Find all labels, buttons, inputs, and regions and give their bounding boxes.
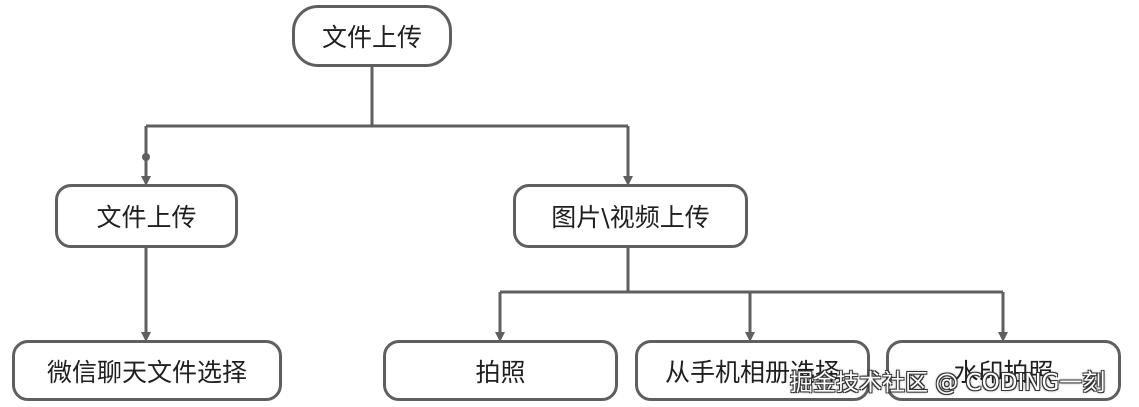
branch-node-file-upload: 文件上传: [55, 184, 238, 248]
connector-image-video-to-children: [500, 248, 1003, 294]
leaf-node-watermark-photo-label: 水印拍照: [953, 357, 1054, 387]
leaf-node-watermark-photo: 水印拍照: [886, 340, 1121, 401]
source-watermark: 掘金技术社区 @ CODING一刻: [790, 370, 1106, 396]
leaf-node-select-from-phone-album-label: 从手机相册选择: [664, 357, 840, 387]
connector-root-to-branches: [146, 67, 628, 128]
branch-node-image-video-upload-label: 图片\视频上传: [551, 203, 710, 232]
root-node-label: 文件上传: [321, 23, 422, 52]
root-node-file-upload: 文件上传: [292, 5, 452, 67]
branch-node-file-upload-label: 文件上传: [96, 203, 197, 232]
leaf-node-wechat-chat-file-selection: 微信聊天文件选择: [12, 340, 282, 401]
connector-junction-dot: [142, 153, 150, 161]
leaf-node-take-photo: 拍照: [383, 340, 618, 401]
leaf-node-select-from-phone-album: 从手机相册选择: [635, 340, 870, 401]
leaf-node-wechat-chat-file-selection-label: 微信聊天文件选择: [46, 357, 247, 387]
branch-node-image-video-upload: 图片\视频上传: [513, 184, 748, 248]
leaf-node-take-photo-label: 拍照: [475, 357, 526, 387]
